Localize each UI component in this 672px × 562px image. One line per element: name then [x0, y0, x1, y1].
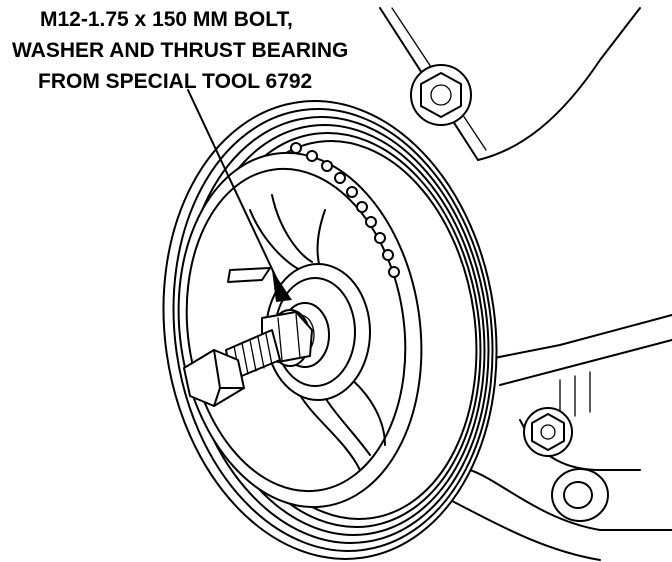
timing-holes	[290, 142, 400, 278]
bracket-bolt	[523, 407, 573, 457]
bracket-boss	[551, 468, 609, 522]
bolt-end-hex	[183, 349, 245, 407]
callout-arrow	[187, 89, 292, 302]
callout-line-2: WASHER AND THRUST BEARING	[12, 39, 348, 62]
callout-line-1: M12-1.75 x 150 MM BOLT,	[40, 8, 293, 31]
callout-line-3: FROM SPECIAL TOOL 6792	[38, 70, 312, 93]
callout-label: M12-1.75 x 150 MM BOLT, WASHER AND THRUS…	[12, 8, 348, 93]
mounting-bracket	[449, 314, 672, 561]
flange-nut-top	[410, 64, 472, 126]
